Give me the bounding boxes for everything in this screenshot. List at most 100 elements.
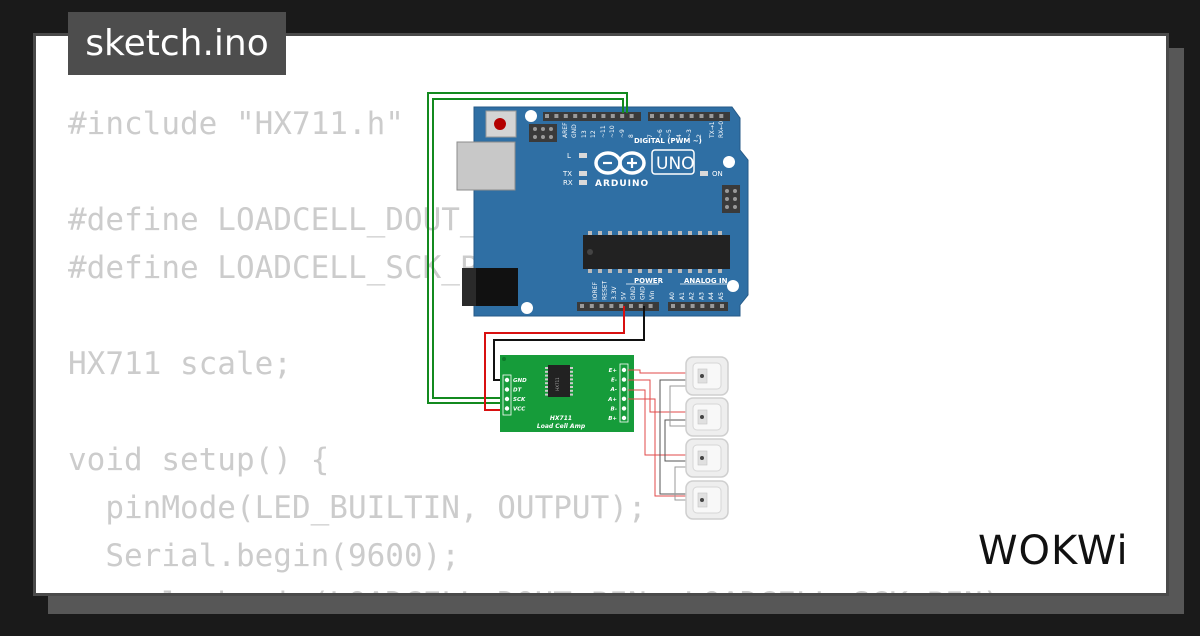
- pin-socket[interactable]: [554, 114, 559, 118]
- pin-socket[interactable]: [592, 114, 596, 118]
- power-header[interactable]: [577, 302, 659, 311]
- pin-socket[interactable]: [580, 304, 584, 308]
- card-border-bottom: [33, 593, 1169, 596]
- wire-sck[interactable]: [432, 98, 624, 399]
- pin-socket[interactable]: [582, 114, 587, 118]
- hx711-pin-label: VCC: [513, 407, 525, 413]
- pin-label: 7: [647, 134, 654, 138]
- wire-dout[interactable]: [427, 92, 628, 404]
- pin-socket[interactable]: [629, 304, 633, 308]
- load-cell[interactable]: [685, 480, 729, 520]
- pin-socket[interactable]: [638, 304, 643, 308]
- pin-socket[interactable]: [689, 114, 694, 118]
- usb-port: [456, 141, 516, 191]
- icsp-header: [529, 124, 557, 142]
- pin-socket[interactable]: [650, 114, 654, 118]
- code-line: pinMode(LED_BUILTIN, OUTPUT);: [68, 490, 647, 526]
- power-jack: [462, 268, 518, 306]
- hx711-pin-label: E-: [611, 378, 617, 384]
- load-cell[interactable]: [685, 356, 729, 396]
- board-brand: ARDUINO: [595, 179, 649, 189]
- hx711-pin[interactable]: [504, 377, 510, 383]
- pin-socket[interactable]: [720, 304, 724, 308]
- wires[interactable]: [427, 92, 645, 411]
- pin-socket[interactable]: [619, 304, 624, 308]
- pin-label: A0: [669, 292, 676, 300]
- code-background: #include "HX711.h" #define LOADCELL_DOUT…: [68, 100, 1020, 628]
- pin-label: ~9: [619, 129, 626, 138]
- hx711-pin[interactable]: [621, 406, 627, 411]
- hx711-pin[interactable]: [504, 387, 510, 392]
- pin-label: A1: [679, 292, 686, 300]
- mount-hole: [521, 302, 533, 314]
- wire-vcc[interactable]: [484, 306, 625, 411]
- pin-socket[interactable]: [690, 304, 695, 308]
- pin-label: 8: [628, 134, 635, 138]
- load-cell[interactable]: [685, 397, 729, 437]
- pin-socket[interactable]: [700, 304, 705, 308]
- board-model: UNO: [656, 154, 695, 174]
- load-cell[interactable]: [685, 438, 729, 478]
- reset-button[interactable]: [485, 110, 517, 138]
- hx711-pin-label: DT: [513, 388, 523, 394]
- pin-socket[interactable]: [699, 114, 704, 118]
- pin-socket[interactable]: [679, 114, 684, 118]
- hx711-chip-label: HX711: [555, 377, 560, 391]
- hx711-pin[interactable]: [504, 396, 510, 402]
- pin-socket[interactable]: [659, 114, 664, 118]
- code-line: #include "HX711.h": [68, 106, 404, 142]
- hx711-pin-label: GND: [513, 378, 527, 384]
- hx711-pin[interactable]: [621, 387, 627, 392]
- pin-socket[interactable]: [629, 114, 634, 118]
- atmega-chip: [583, 231, 730, 273]
- analog-label: ANALOG IN: [684, 277, 728, 285]
- wire-gnd[interactable]: [493, 306, 645, 381]
- led-on: [700, 171, 708, 176]
- pin-socket[interactable]: [648, 304, 653, 308]
- hx711-pin[interactable]: [621, 377, 627, 382]
- led-rx-label: RX: [563, 179, 573, 187]
- pin-socket[interactable]: [709, 114, 714, 118]
- hx711-pin[interactable]: [621, 367, 627, 373]
- load-cell-wires[interactable]: [628, 369, 690, 501]
- card-shadow-bottom: [48, 596, 1184, 614]
- pin-socket[interactable]: [669, 114, 674, 118]
- pin-socket[interactable]: [601, 114, 606, 118]
- pin-socket[interactable]: [545, 114, 549, 118]
- pin-label: AREF: [562, 122, 569, 138]
- pin-label: 2: [696, 134, 703, 138]
- hx711-pin-label: E+: [609, 368, 618, 374]
- pin-label: RESET: [602, 280, 609, 300]
- hx711-pin[interactable]: [621, 396, 627, 401]
- pin-socket[interactable]: [599, 304, 604, 308]
- pin-socket[interactable]: [573, 114, 578, 118]
- hx711-pin[interactable]: [621, 415, 627, 421]
- led-indicators: L TX RX ON: [562, 152, 723, 187]
- file-tab[interactable]: sketch.ino: [68, 12, 286, 75]
- pin-socket[interactable]: [719, 114, 724, 118]
- pin-label: 12: [590, 130, 597, 138]
- analog-header[interactable]: [668, 302, 728, 311]
- pin-socket[interactable]: [620, 114, 625, 118]
- led-l: [579, 153, 587, 158]
- pin-label: ~11: [600, 125, 607, 138]
- pin-socket[interactable]: [609, 304, 614, 308]
- pin-label: 3.3V: [611, 285, 618, 300]
- led-on-label: ON: [712, 170, 723, 178]
- pin-socket[interactable]: [563, 114, 568, 118]
- pin-socket[interactable]: [671, 304, 675, 308]
- led-tx-label: TX: [562, 170, 572, 178]
- pin-socket[interactable]: [610, 114, 615, 118]
- pin-socket[interactable]: [710, 304, 715, 308]
- hx711-pin[interactable]: [504, 406, 510, 411]
- pin-socket[interactable]: [680, 304, 685, 308]
- pin-label: RX←0: [718, 121, 725, 138]
- icsp2-header: [722, 185, 740, 213]
- pin-socket[interactable]: [589, 304, 594, 308]
